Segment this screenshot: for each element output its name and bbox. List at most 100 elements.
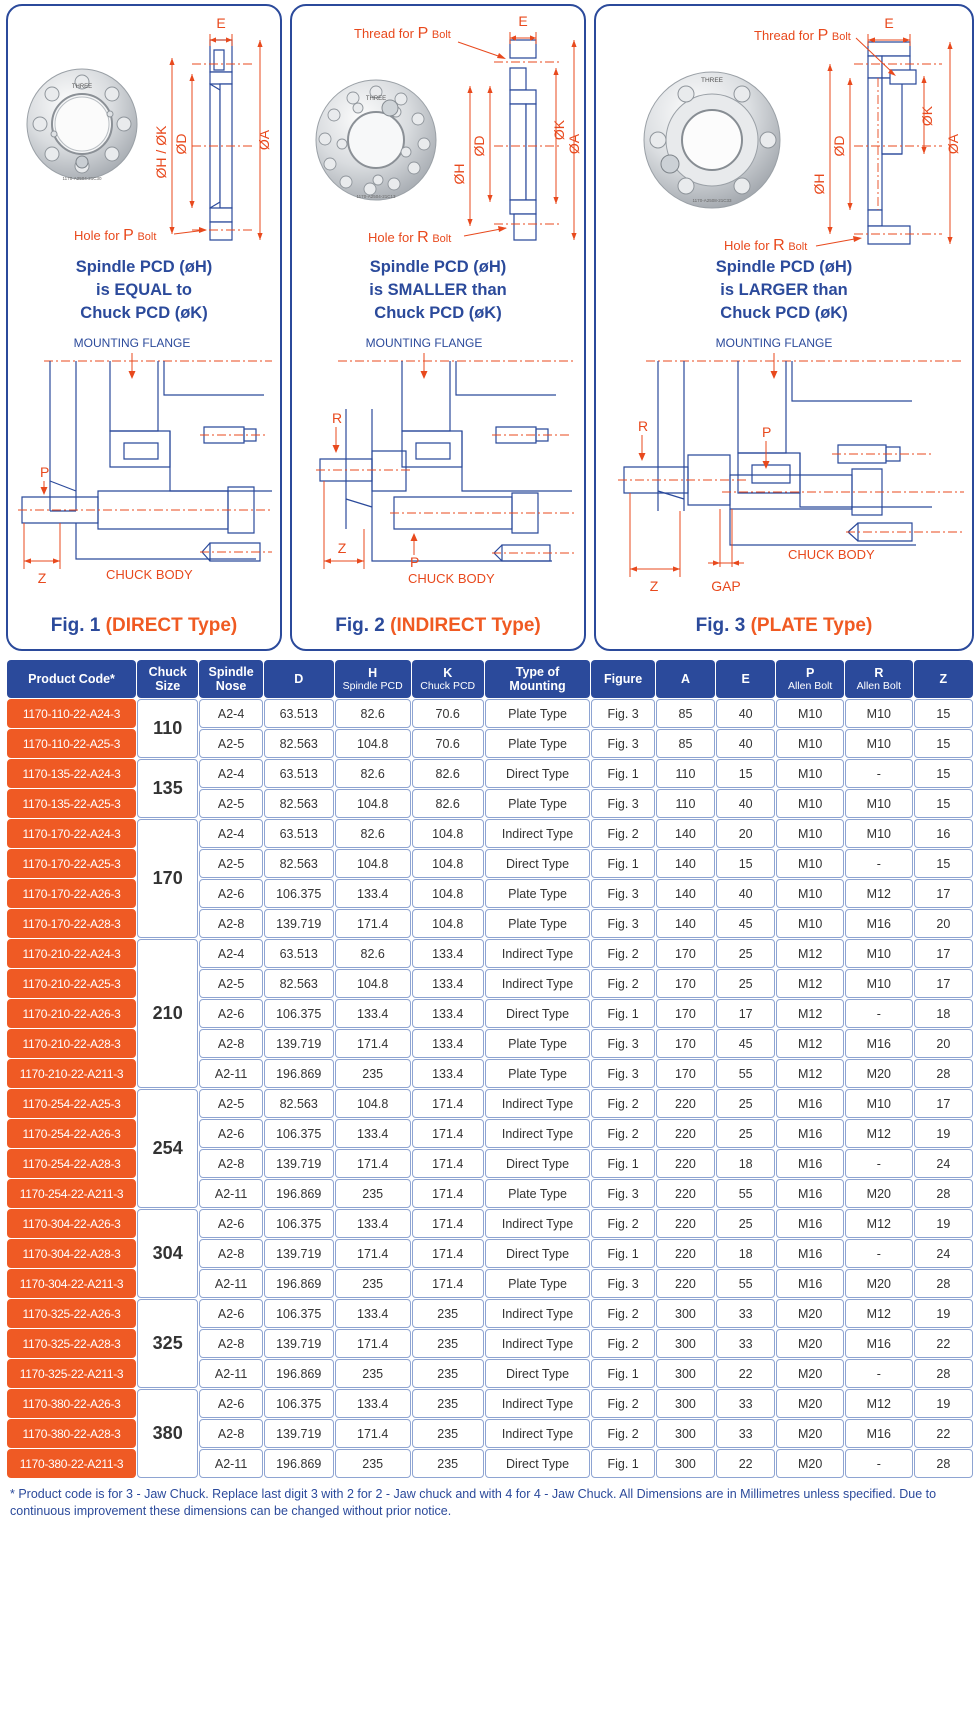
nose-cell: A2-5 xyxy=(199,729,263,758)
r-label-3: R xyxy=(638,418,648,434)
p-cell: M20 xyxy=(776,1449,844,1478)
mounting-cell: Indirect Type xyxy=(484,819,591,848)
figure-cell: Fig. 3 xyxy=(591,1269,655,1298)
z-cell: 18 xyxy=(913,999,973,1028)
product-code-cell[interactable]: 1170-380-22-A211-3 xyxy=(7,1449,137,1478)
z-cell: 15 xyxy=(913,849,973,878)
dimension-k-2: ØK xyxy=(551,68,567,204)
dimension-a-3: ØA xyxy=(945,42,961,244)
chuck-size-cell: 110 xyxy=(137,699,199,758)
product-code-cell[interactable]: 1170-254-22-A26-3 xyxy=(7,1119,137,1148)
h-cell: 171.4 xyxy=(334,909,411,938)
product-code-cell[interactable]: 1170-210-22-A25-3 xyxy=(7,969,137,998)
mounting-cell: Plate Type xyxy=(484,1179,591,1208)
product-code-cell[interactable]: 1170-254-22-A211-3 xyxy=(7,1179,137,1208)
col-z: Z xyxy=(913,660,973,698)
r-cell: M10 xyxy=(844,939,913,968)
figure-cell: Fig. 2 xyxy=(591,1089,655,1118)
svg-text:ØA: ØA xyxy=(945,133,961,154)
k-cell: 82.6 xyxy=(411,789,484,818)
svg-text:ØH: ØH xyxy=(451,164,467,185)
product-code-cell[interactable]: 1170-135-22-A25-3 xyxy=(7,789,137,818)
thread-for-p-bolt-label-3: Thread for P Bolt xyxy=(754,27,896,76)
svg-text:1170-A2504-21C30: 1170-A2504-21C30 xyxy=(63,176,102,181)
p-cell: M16 xyxy=(776,1179,844,1208)
nose-cell: A2-5 xyxy=(199,969,263,998)
col-a: A xyxy=(655,660,716,698)
d-cell: 63.513 xyxy=(263,699,334,728)
r-cell: M12 xyxy=(844,1299,913,1328)
h-cell: 171.4 xyxy=(334,1419,411,1448)
figure-cell: Fig. 2 xyxy=(591,1419,655,1448)
p-label-2: P xyxy=(410,554,419,570)
product-code-cell[interactable]: 1170-170-22-A25-3 xyxy=(7,849,137,878)
z-cell: 20 xyxy=(913,1029,973,1058)
product-code-cell[interactable]: 1170-325-22-A26-3 xyxy=(7,1299,137,1328)
r-cell: M16 xyxy=(844,909,913,938)
nose-cell: A2-6 xyxy=(199,999,263,1028)
flange-photo-1: THREE 1170-A2504-21C30 xyxy=(26,68,138,181)
k-cell: 171.4 xyxy=(411,1089,484,1118)
d-cell: 63.513 xyxy=(263,759,334,788)
panel-caption-2: Spindle PCD (øH) is SMALLER than Chuck P… xyxy=(298,256,578,325)
product-code-cell[interactable]: 1170-304-22-A211-3 xyxy=(7,1269,137,1298)
product-code-cell[interactable]: 1170-210-22-A211-3 xyxy=(7,1059,137,1088)
chuck-body-label-1: CHUCK BODY xyxy=(106,567,193,582)
h-cell: 235 xyxy=(334,1449,411,1478)
figure-cell: Fig. 3 xyxy=(591,789,655,818)
product-code-cell[interactable]: 1170-380-22-A26-3 xyxy=(7,1389,137,1418)
caption-line-2: is EQUAL to xyxy=(96,281,192,299)
e-cell: 18 xyxy=(716,1149,776,1178)
h-cell: 133.4 xyxy=(334,1119,411,1148)
e-cell: 40 xyxy=(716,729,776,758)
mounting-cell: Direct Type xyxy=(484,1149,591,1178)
r-cell: M20 xyxy=(844,1059,913,1088)
nose-cell: A2-4 xyxy=(199,699,263,728)
e-cell: 25 xyxy=(716,1209,776,1238)
nose-cell: A2-4 xyxy=(199,939,263,968)
e-cell: 55 xyxy=(716,1269,776,1298)
z-cell: 24 xyxy=(913,1149,973,1178)
product-code-cell[interactable]: 1170-110-22-A25-3 xyxy=(7,729,137,758)
product-code-cell[interactable]: 1170-110-22-A24-3 xyxy=(7,699,137,728)
figure-cell: Fig. 1 xyxy=(591,849,655,878)
z-cell: 15 xyxy=(913,729,973,758)
col-e: E xyxy=(716,660,776,698)
product-code-cell[interactable]: 1170-325-22-A211-3 xyxy=(7,1359,137,1388)
product-code-cell[interactable]: 1170-170-22-A24-3 xyxy=(7,819,137,848)
product-code-cell[interactable]: 1170-304-22-A26-3 xyxy=(7,1209,137,1238)
h-cell: 171.4 xyxy=(334,1329,411,1358)
d-cell: 196.869 xyxy=(263,1059,334,1088)
h-cell: 133.4 xyxy=(334,879,411,908)
product-code-cell[interactable]: 1170-380-22-A28-3 xyxy=(7,1419,137,1448)
a-cell: 140 xyxy=(655,909,716,938)
product-code-cell[interactable]: 1170-304-22-A28-3 xyxy=(7,1239,137,1268)
product-code-cell[interactable]: 1170-254-22-A28-3 xyxy=(7,1149,137,1178)
product-code-cell[interactable]: 1170-210-22-A24-3 xyxy=(7,939,137,968)
e-cell: 45 xyxy=(716,1029,776,1058)
nose-cell: A2-11 xyxy=(199,1269,263,1298)
a-cell: 220 xyxy=(655,1209,716,1238)
product-code-cell[interactable]: 1170-170-22-A26-3 xyxy=(7,879,137,908)
dimension-d-1: ØD xyxy=(173,74,195,208)
nose-cell: A2-5 xyxy=(199,789,263,818)
h-cell: 133.4 xyxy=(334,1299,411,1328)
flange-drawing-3: THREE 1170-A2508-21C33 xyxy=(602,12,966,250)
a-cell: 170 xyxy=(655,1029,716,1058)
col-product-code: Product Code* xyxy=(7,660,137,698)
mounting-flange-label-2: MOUNTING FLANGE xyxy=(366,336,483,350)
z-cell: 19 xyxy=(913,1209,973,1238)
product-code-cell[interactable]: 1170-135-22-A24-3 xyxy=(7,759,137,788)
product-code-cell[interactable]: 1170-254-22-A25-3 xyxy=(7,1089,137,1118)
p-cell: M12 xyxy=(776,1059,844,1088)
product-code-cell[interactable]: 1170-170-22-A28-3 xyxy=(7,909,137,938)
product-code-cell[interactable]: 1170-210-22-A28-3 xyxy=(7,1029,137,1058)
k-cell: 133.4 xyxy=(411,969,484,998)
product-code-cell[interactable]: 1170-325-22-A28-3 xyxy=(7,1329,137,1358)
product-code-cell[interactable]: 1170-210-22-A26-3 xyxy=(7,999,137,1028)
